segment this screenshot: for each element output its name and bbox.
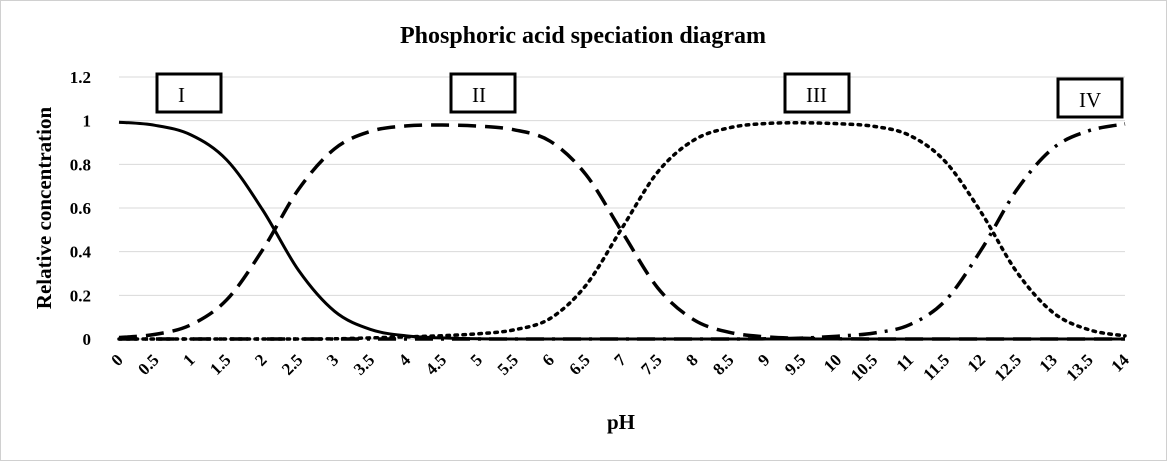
x-tick-label: 8: [682, 350, 701, 369]
x-tick-label: 8.5: [709, 350, 737, 378]
x-tick-label: 0.5: [134, 350, 162, 378]
x-tick-label: 13: [1036, 350, 1061, 375]
x-tick-label: 6.5: [565, 350, 593, 378]
x-tick-label: 12: [964, 350, 989, 375]
species-label-text: III: [806, 83, 827, 107]
species-label-text: I: [178, 83, 185, 107]
series-line-III: [117, 121, 1127, 341]
species-label-II: II: [449, 72, 517, 114]
y-tick-label: 0.6: [70, 199, 91, 218]
x-tick-label: 5.5: [494, 350, 522, 378]
x-tick-label: 12.5: [991, 350, 1025, 384]
x-axis-title: pH: [607, 410, 635, 434]
x-tick-label: 4.5: [422, 350, 450, 378]
series-line-IV: [118, 122, 1126, 341]
species-label-I: I: [155, 72, 223, 114]
gridlines: [119, 76, 1125, 340]
y-tick-label: 0.8: [70, 155, 91, 174]
x-tick-label: 9: [754, 350, 773, 369]
y-tick-label: 0: [83, 330, 92, 349]
x-tick-label: 7.5: [637, 350, 665, 378]
species-label-box: [449, 72, 517, 114]
species-label-box: [1056, 77, 1124, 119]
x-tick-label: 10: [820, 350, 845, 375]
x-tick-label: 4: [395, 350, 415, 370]
x-tick-label: 14: [1107, 350, 1133, 376]
species-label-box: [155, 72, 223, 114]
x-tick-label: 10.5: [847, 350, 881, 384]
x-tick-label: 5: [467, 350, 486, 369]
x-tick-label: 1: [179, 350, 198, 369]
x-tick-label: 2.5: [278, 350, 306, 378]
species-label-III: III: [783, 72, 851, 114]
x-tick-label: 9.5: [781, 350, 809, 378]
x-tick-label: 3: [323, 350, 342, 369]
chart-title: Phosphoric acid speciation diagram: [400, 23, 766, 49]
x-tick-label: 3.5: [350, 350, 378, 378]
y-tick-labels: 0 0.2 0.4 0.6 0.8 1 1.2: [70, 68, 92, 349]
species-label-text: IV: [1079, 88, 1101, 112]
y-tick-label: 1.2: [70, 68, 91, 87]
y-tick-label: 1: [83, 112, 92, 131]
species-label-IV: IV: [1056, 77, 1124, 119]
y-axis-title: Relative concentration: [32, 107, 56, 310]
series-line-II: [118, 123, 1125, 341]
y-tick-label: 0.4: [70, 243, 92, 262]
x-tick-label: 2: [251, 350, 270, 369]
x-tick-label: 7: [610, 350, 630, 370]
x-tick-label: 11: [892, 350, 917, 375]
species-label-text: II: [472, 83, 486, 107]
x-tick-label: 1.5: [206, 350, 234, 378]
species-label-box: [783, 72, 851, 114]
x-tick-label: 0: [107, 350, 126, 369]
y-tick-label: 0.2: [70, 286, 91, 305]
series-line-I: [118, 120, 1125, 341]
series-lines: [117, 120, 1127, 341]
x-tick-label: 6: [539, 350, 558, 369]
x-tick-label: 11.5: [919, 350, 953, 384]
x-tick-label: 13.5: [1062, 350, 1096, 384]
